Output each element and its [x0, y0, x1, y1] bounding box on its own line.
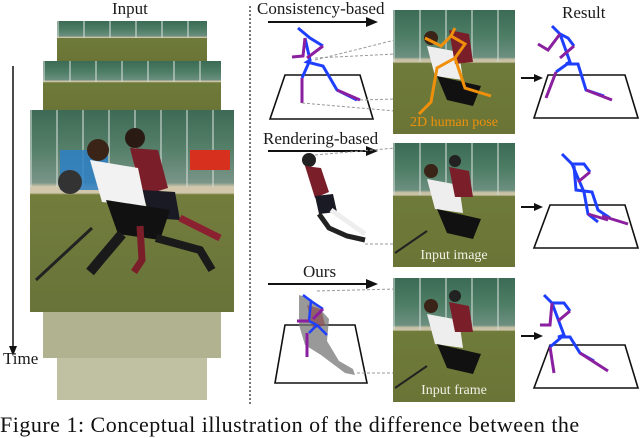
- result-arrow-rendering-icon: [521, 203, 543, 211]
- ours-result-skeleton: [532, 293, 640, 389]
- time-axis-label: Time: [3, 349, 39, 368]
- input-frame-back-1: [57, 21, 207, 61]
- photo-caption-input-frame: Input frame: [421, 383, 487, 398]
- consistency-result-skeleton: [532, 24, 640, 119]
- input-frame-future-1: [43, 310, 221, 358]
- consistency-3d-skeleton: [268, 26, 396, 120]
- ours-photo: Input frame: [393, 278, 515, 402]
- section-divider: [249, 6, 251, 404]
- method-arrow-rendering-icon: [268, 146, 378, 156]
- method-label-consistency: Consistency-based: [257, 0, 385, 18]
- input-frame-future-2: [57, 358, 207, 400]
- result-arrow-ours-icon: [521, 332, 543, 340]
- ours-3d-skeleton: [274, 288, 396, 384]
- method-label-rendering: Rendering-based: [263, 129, 379, 148]
- result-column-title: Result: [562, 3, 606, 22]
- method-label-ours: Ours: [303, 262, 337, 281]
- input-frame-back-2: [43, 61, 221, 111]
- input-frame-current: [30, 110, 234, 312]
- photo-caption-input-image: Input image: [420, 248, 488, 263]
- input-column-title: Input: [112, 0, 148, 18]
- rendering-photo: Input image: [393, 143, 515, 267]
- consistency-photo: 2D human pose: [393, 10, 515, 134]
- rendering-person-cutout: [302, 147, 396, 245]
- photo-caption-2d-pose: 2D human pose: [410, 115, 498, 130]
- method-arrow-ours-icon: [268, 279, 378, 289]
- method-arrow-consistency-icon: [268, 17, 378, 27]
- rendering-result-skeleton: [532, 152, 640, 249]
- figure-caption: Figure 1: Conceptual illustration of the…: [0, 412, 580, 437]
- result-arrow-consistency-icon: [521, 74, 543, 82]
- time-arrow-icon: [9, 66, 17, 356]
